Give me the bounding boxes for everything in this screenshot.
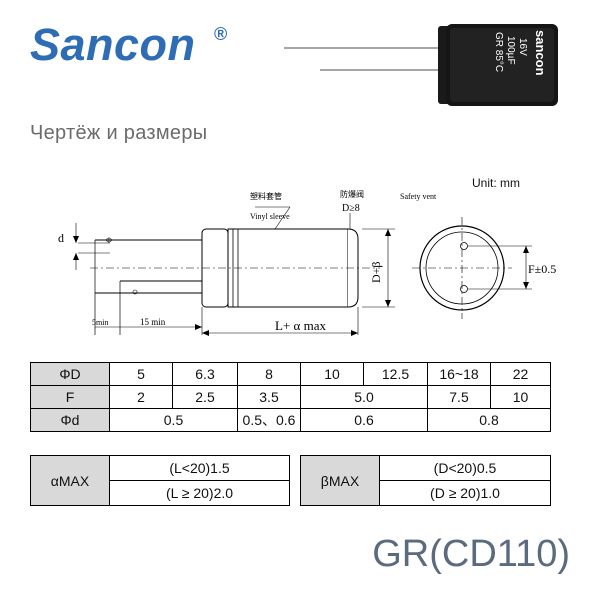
table-row: F 2 2.5 3.5 5.0 7.5 10 xyxy=(30,385,551,409)
model-name: GR(CD110) xyxy=(372,533,570,575)
table-row: (L ≥ 20)2.0 xyxy=(31,480,290,506)
section-subtitle: Чертёж и размеры xyxy=(30,122,208,144)
table-row: αMAX (L<20)1.5 xyxy=(30,455,290,506)
table-cell: 0.5 xyxy=(109,408,238,432)
vent-label-cn: 防爆阀 xyxy=(340,189,364,199)
unit-label: Unit: mm xyxy=(472,176,520,190)
sleeve-label-cn: 塑料套管 xyxy=(250,191,282,201)
table-cell: 2 xyxy=(109,385,173,409)
dim-phi-label: Φ xyxy=(106,236,112,245)
table-cell: 3.5 xyxy=(237,385,301,409)
brand-logo: Sancon xyxy=(30,19,196,70)
table-cell: 2.5 xyxy=(172,385,238,409)
table-cell: (L<20)1.5 xyxy=(109,455,290,481)
vent-label-en: Safety vent xyxy=(400,192,437,201)
table-row: βMAX (D<20)0.5 xyxy=(300,455,551,506)
table-cell: 0.5、0.6 xyxy=(237,408,301,432)
table-cell: (D<20)0.5 xyxy=(379,455,551,481)
beta-max-table: βMAX (D<20)0.5 (D ≥ 20)1.0 xyxy=(300,455,551,506)
dim-L-label: L+ α max xyxy=(275,318,326,333)
table-cell: 5.0 xyxy=(300,385,428,409)
alpha-max-table: αMAX (L<20)1.5 (L ≥ 20)2.0 xyxy=(30,455,290,506)
dimensions-table: ΦD 5 6.3 8 10 12.5 16~18 22 F 2 2.5 3.5 … xyxy=(30,362,551,432)
table-cell: 0.8 xyxy=(427,408,551,432)
capacitor-photo: sancon 16V 100µF GR 85°C xyxy=(284,24,558,106)
row-header-phid: Φd xyxy=(30,408,110,432)
table-cell: 5 xyxy=(109,362,173,386)
sleeve-label-en: Vinyl sleeve xyxy=(250,212,290,221)
table-cell: 12.5 xyxy=(363,362,428,386)
table-cell: 6.3 xyxy=(172,362,238,386)
alpha-max-header: αMAX xyxy=(30,455,110,506)
table-cell: 16~18 xyxy=(427,362,491,386)
dim-d-label: d xyxy=(58,231,64,245)
capacitor-voltage-text: 16V xyxy=(517,38,528,56)
dim-F-label: F±0.5 xyxy=(528,262,556,276)
table-cell: (L ≥ 20)2.0 xyxy=(109,480,290,506)
capacitor-brand-text: sancon xyxy=(533,30,548,76)
row-header-phiD: ΦD xyxy=(30,362,110,386)
table-cell: 22 xyxy=(490,362,551,386)
capacitor-series-text: GR 85°C xyxy=(493,32,504,72)
dim-5min-label: 5min xyxy=(92,318,108,327)
table-cell: (D ≥ 20)1.0 xyxy=(379,480,551,506)
registered-mark: ® xyxy=(214,24,228,44)
table-cell: 0.6 xyxy=(300,408,428,432)
table-cell: 7.5 xyxy=(427,385,491,409)
table-cell: 10 xyxy=(300,362,364,386)
capacitor-capacitance-text: 100µF xyxy=(505,36,516,65)
dimension-drawing: d Φ 塑料套管 Vinyl sleeve 防爆阀 Safety vent D≥… xyxy=(58,189,556,336)
table-row: ΦD 5 6.3 8 10 12.5 16~18 22 xyxy=(30,362,551,386)
table-row: (D ≥ 20)1.0 xyxy=(301,480,551,506)
table-cell: 8 xyxy=(237,362,301,386)
dim-D-label: D+β xyxy=(369,261,383,283)
vent-condition-label: D≥8 xyxy=(342,203,360,214)
table-row: Φd 0.5 0.5、0.6 0.6 0.8 xyxy=(30,408,551,432)
row-header-F: F xyxy=(30,385,110,409)
dim-15min-label: 15 min xyxy=(140,317,166,327)
table-cell: 10 xyxy=(490,385,551,409)
beta-max-header: βMAX xyxy=(300,455,380,506)
